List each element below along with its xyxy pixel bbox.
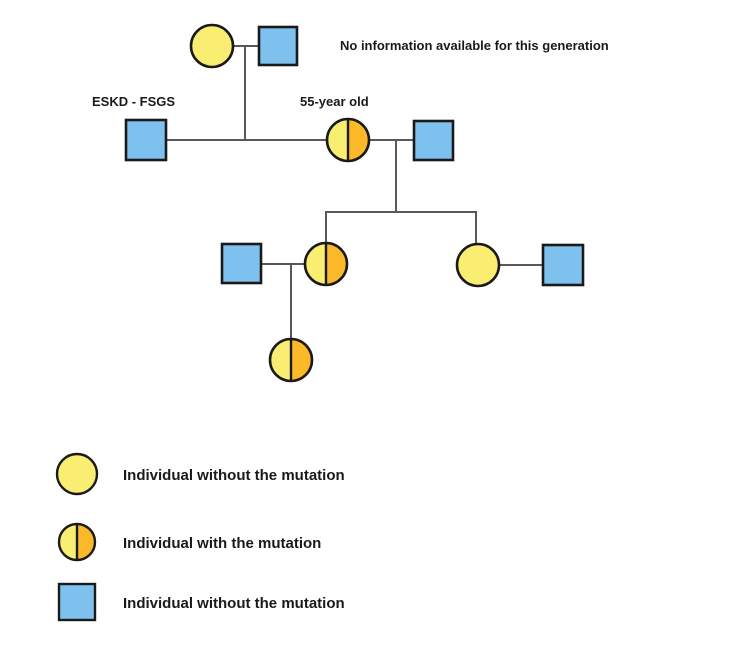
legend-item-unaffected-female: Individual without the mutation [55, 452, 345, 496]
individual-g1-male-unaffected[interactable] [257, 25, 299, 67]
legend-square-unaffected-icon [57, 582, 97, 622]
generation-2-group [124, 117, 455, 163]
individual-g2-female-carrier-proband[interactable] [325, 117, 371, 163]
connector-group [166, 45, 543, 340]
legend-carrier-right-half [77, 524, 95, 560]
individual-g2-male-eskd-fsgs[interactable] [124, 118, 168, 162]
legend-label-carrier-female: Individual with the mutation [123, 535, 321, 552]
legend-item-carrier-female: Individual with the mutation [57, 522, 321, 562]
generation-4-group [268, 337, 314, 383]
carrier-left-half [327, 119, 348, 161]
annotation-generation-note: No information available for this genera… [340, 38, 609, 53]
annotation-group: No information available for this genera… [92, 38, 609, 109]
individual-g3-male-partner-right[interactable] [541, 243, 585, 287]
carrier-right-half [348, 119, 369, 161]
annotation-proband-age: 55-year old [300, 94, 369, 109]
legend-label-unaffected-female: Individual without the mutation [123, 467, 345, 484]
legend: Individual without the mutation Individu… [55, 452, 345, 622]
carrier-right-half [291, 339, 312, 381]
individual-g1-female-unaffected[interactable] [189, 23, 235, 69]
individual-g3-female-unaffected[interactable] [455, 242, 501, 288]
annotation-eskd-fsgs: ESKD - FSGS [92, 94, 175, 109]
carrier-left-half [305, 243, 326, 285]
individual-g2-male-partner[interactable] [412, 119, 455, 162]
legend-carrier-left-half [59, 524, 77, 560]
legend-item-unaffected-male: Individual without the mutation [57, 582, 345, 622]
generation-1-group [189, 23, 299, 69]
generation-3-group [220, 241, 585, 288]
carrier-right-half [326, 243, 347, 285]
individual-g4-female-carrier[interactable] [268, 337, 314, 383]
carrier-left-half [270, 339, 291, 381]
individual-g3-male-partner-left[interactable] [220, 242, 263, 285]
legend-circle-unaffected-icon [55, 452, 99, 496]
individual-g3-female-carrier[interactable] [303, 241, 349, 287]
legend-label-unaffected-male: Individual without the mutation [123, 595, 345, 612]
